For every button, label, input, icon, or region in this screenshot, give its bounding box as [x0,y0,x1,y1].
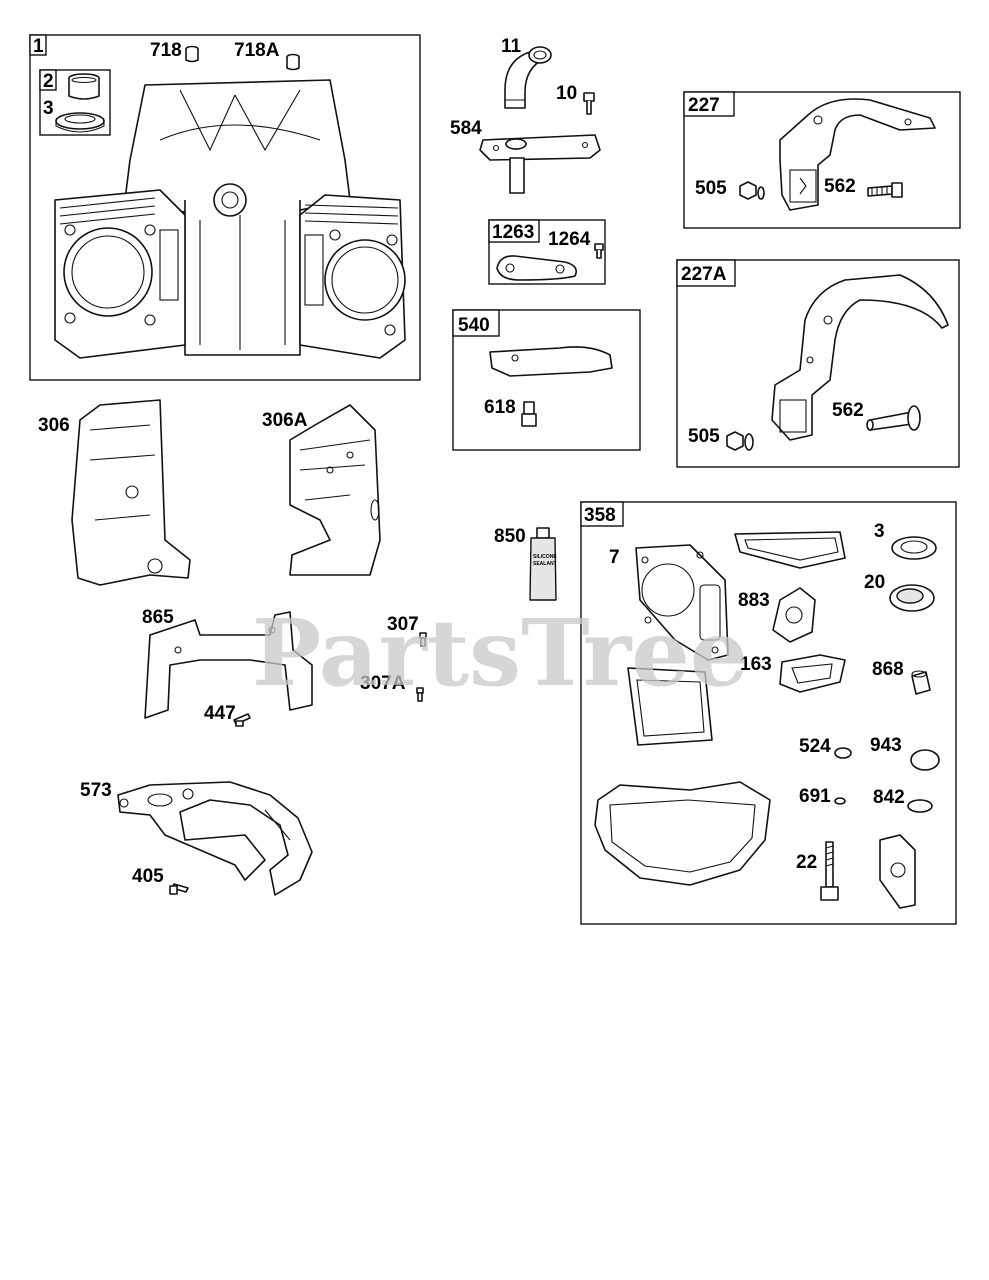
group-1263[interactable]: 1263 1264 [488,219,606,285]
callout-3-gasket: 3 [874,521,885,542]
callout-10: 10 [556,83,577,104]
box-label-358: 358 [584,505,616,526]
callout-11: 11 [501,36,522,57]
pin-562-part [866,405,921,431]
group-1-cylinder-block[interactable]: 1 2 3 718 718A [29,34,421,381]
callout-307a: 307A [360,673,406,694]
baffle-865-part [144,611,313,719]
baffle-306a-part [289,404,381,576]
seal-part [55,112,105,133]
watermark-text: PartsTree [252,599,748,707]
tube-label-2: SEALANT [533,561,557,567]
group-540[interactable]: 540 618 [452,309,641,451]
screw-618-part [521,401,537,427]
callout-718a: 718A [234,40,280,61]
bracket-227a-part [771,274,949,441]
engine-block-part [54,79,406,359]
screw-307a-part [416,687,424,702]
shield-540-part [489,346,613,377]
bracket-1263-part [496,255,578,281]
box-label-540: 540 [458,315,490,336]
callout-22: 22 [796,852,817,873]
box-label-227: 227 [688,95,720,116]
callout-1264: 1264 [548,229,591,250]
gasket-163-part [779,654,846,693]
flange-gasket-part [879,834,916,909]
o-ring-943-part [910,749,940,771]
callout-718: 718 [150,40,182,61]
part-868 [911,670,931,695]
callout-865: 865 [142,607,174,628]
callout-163: 163 [740,654,772,675]
gasket-883-part [772,587,816,643]
callout-447: 447 [204,703,236,724]
valve-cover-gasket-part [734,531,846,569]
callout-850: 850 [494,526,526,547]
group-baffle-865[interactable]: 865 307 307A 447 [142,607,427,727]
group-227[interactable]: 227 505 562 [683,91,961,229]
screw-562-part [867,182,903,198]
breather-plate-part [479,134,601,194]
box-label-1: 1 [33,36,44,57]
callout-584: 584 [450,118,482,139]
callout-691: 691 [799,786,831,807]
group-baffles-306[interactable]: 306 306A [38,399,381,586]
callout-306: 306 [38,415,70,436]
screw-447-part [233,713,251,727]
group-breather-tube[interactable]: 11 10 584 [450,36,601,194]
callout-505-a: 505 [695,178,727,199]
callout-842: 842 [873,787,905,808]
box-label-1263: 1263 [492,222,534,243]
callout-307: 307 [387,614,419,635]
screw-10-part [583,92,595,115]
callout-524: 524 [799,736,831,757]
breather-tube-part [504,46,552,109]
callout-573: 573 [80,780,112,801]
callout-505-b: 505 [688,426,720,447]
seal-3-part [891,536,937,560]
callout-883: 883 [738,590,770,611]
group-shield-573[interactable]: 573 405 [80,780,313,896]
dowel-pin-part [185,45,300,71]
group-227a[interactable]: 227A 505 562 [676,259,960,468]
screw-307-part [419,632,427,647]
callout-618: 618 [484,397,516,418]
bracket-227-part [779,98,936,211]
callout-405: 405 [132,866,164,887]
head-gasket-7-part [635,544,729,661]
screw-1264-part [594,243,604,259]
nut-505-part [739,181,765,200]
callout-3: 3 [43,98,54,119]
o-ring-842-part [907,799,933,813]
callout-943: 943 [870,735,902,756]
bushing-part [68,73,100,100]
callout-868: 868 [872,659,904,680]
screw-405-part [169,883,189,895]
shield-573-part [117,781,313,896]
rocker-gasket-part [627,667,713,746]
nut-505b-part [726,431,754,451]
callout-562-b: 562 [832,400,864,421]
callout-7: 7 [609,547,620,568]
group-358-gasket-set[interactable]: 358 7 3 20 883 163 868 524 943 691 842 2… [580,501,957,925]
bolt-22-part [820,841,839,901]
tube-label-1: SILICONE [533,554,557,560]
callout-562-a: 562 [824,176,856,197]
crankcase-gasket-part [594,781,771,886]
o-ring-524-part [834,747,852,759]
box-label-227a: 227A [681,264,727,285]
callout-20: 20 [864,572,885,593]
seal-20-part [889,584,935,612]
group-sealant-850[interactable]: 850 SILICONE SEALANT [494,526,557,601]
box-label-2: 2 [43,71,54,92]
o-ring-691-part [834,797,846,805]
baffle-306-part [71,399,191,586]
callout-306a: 306A [262,410,308,431]
sealant-tube-part: SILICONE SEALANT [529,527,557,601]
